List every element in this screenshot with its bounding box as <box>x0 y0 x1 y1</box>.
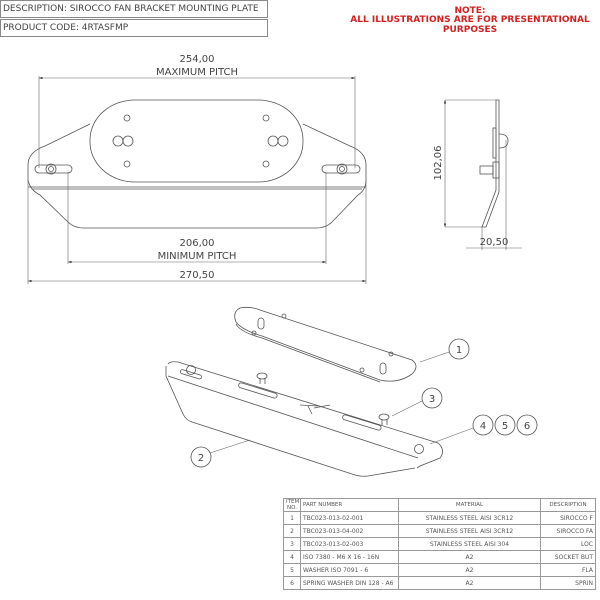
svg-text:3: 3 <box>429 394 435 405</box>
side-profile <box>481 99 500 228</box>
max-pitch-label: MAXIMUM PITCH <box>156 67 238 78</box>
mounting-plate-oval <box>89 99 304 183</box>
min-pitch-value: 206,00 <box>180 238 215 249</box>
screw-iso <box>186 365 196 375</box>
balloon-4: 4 <box>472 414 494 436</box>
svg-text:6: 6 <box>524 421 530 432</box>
table-header: ITEM NO. PART NUMBER MATERIAL DESCRIPTIO… <box>283 498 596 512</box>
side-screw-head <box>498 133 509 149</box>
svg-text:4: 4 <box>480 421 486 432</box>
isometric-view: 1 2 3 4 5 6 <box>165 306 538 477</box>
side-bolt <box>479 165 494 175</box>
svg-text:1: 1 <box>456 345 462 356</box>
height-value: 102,06 <box>433 146 444 181</box>
overall-width-value: 270,50 <box>180 270 215 281</box>
screw-iso <box>414 444 424 454</box>
slot-iso <box>342 414 382 431</box>
slot-iso <box>238 382 278 399</box>
svg-text:5: 5 <box>502 421 508 432</box>
parts-table: ITEM NO. PART NUMBER MATERIAL DESCRIPTIO… <box>283 498 596 590</box>
balloon-5: 5 <box>494 414 516 436</box>
logo-mark <box>299 404 331 415</box>
balloon-3: 3 <box>421 387 443 409</box>
front-view: 254,00 MAXIMUM PITCH 206,00 MINIMUM PITC… <box>27 54 367 284</box>
product-code-field: PRODUCT CODE: 4RTASFMP <box>0 19 268 37</box>
side-view: 102,06 20,50 <box>433 99 522 250</box>
balloon-6: 6 <box>516 414 538 436</box>
description-field: DESCRIPTION: SIROCCO FAN BRACKET MOUNTIN… <box>0 0 268 18</box>
balloon-2: 2 <box>190 446 212 468</box>
min-pitch-label: MINIMUM PITCH <box>158 251 237 262</box>
svg-text:2: 2 <box>198 453 204 464</box>
mounting-plate-iso <box>234 306 417 382</box>
note-text: ALL ILLUSTRATIONS ARE FOR PRESENTATIONAL… <box>350 15 590 35</box>
locator-pin <box>378 413 390 421</box>
bracket-top-iso <box>167 361 443 469</box>
note-title: NOTE: <box>454 6 486 16</box>
left-screw <box>45 163 57 175</box>
right-slot <box>321 164 361 174</box>
right-screw <box>336 163 348 175</box>
bracket-outline <box>27 123 367 229</box>
max-pitch-value: 254,00 <box>180 54 215 65</box>
locator-pin <box>256 372 268 380</box>
depth-value: 20,50 <box>480 237 509 248</box>
balloon-1: 1 <box>448 338 470 360</box>
